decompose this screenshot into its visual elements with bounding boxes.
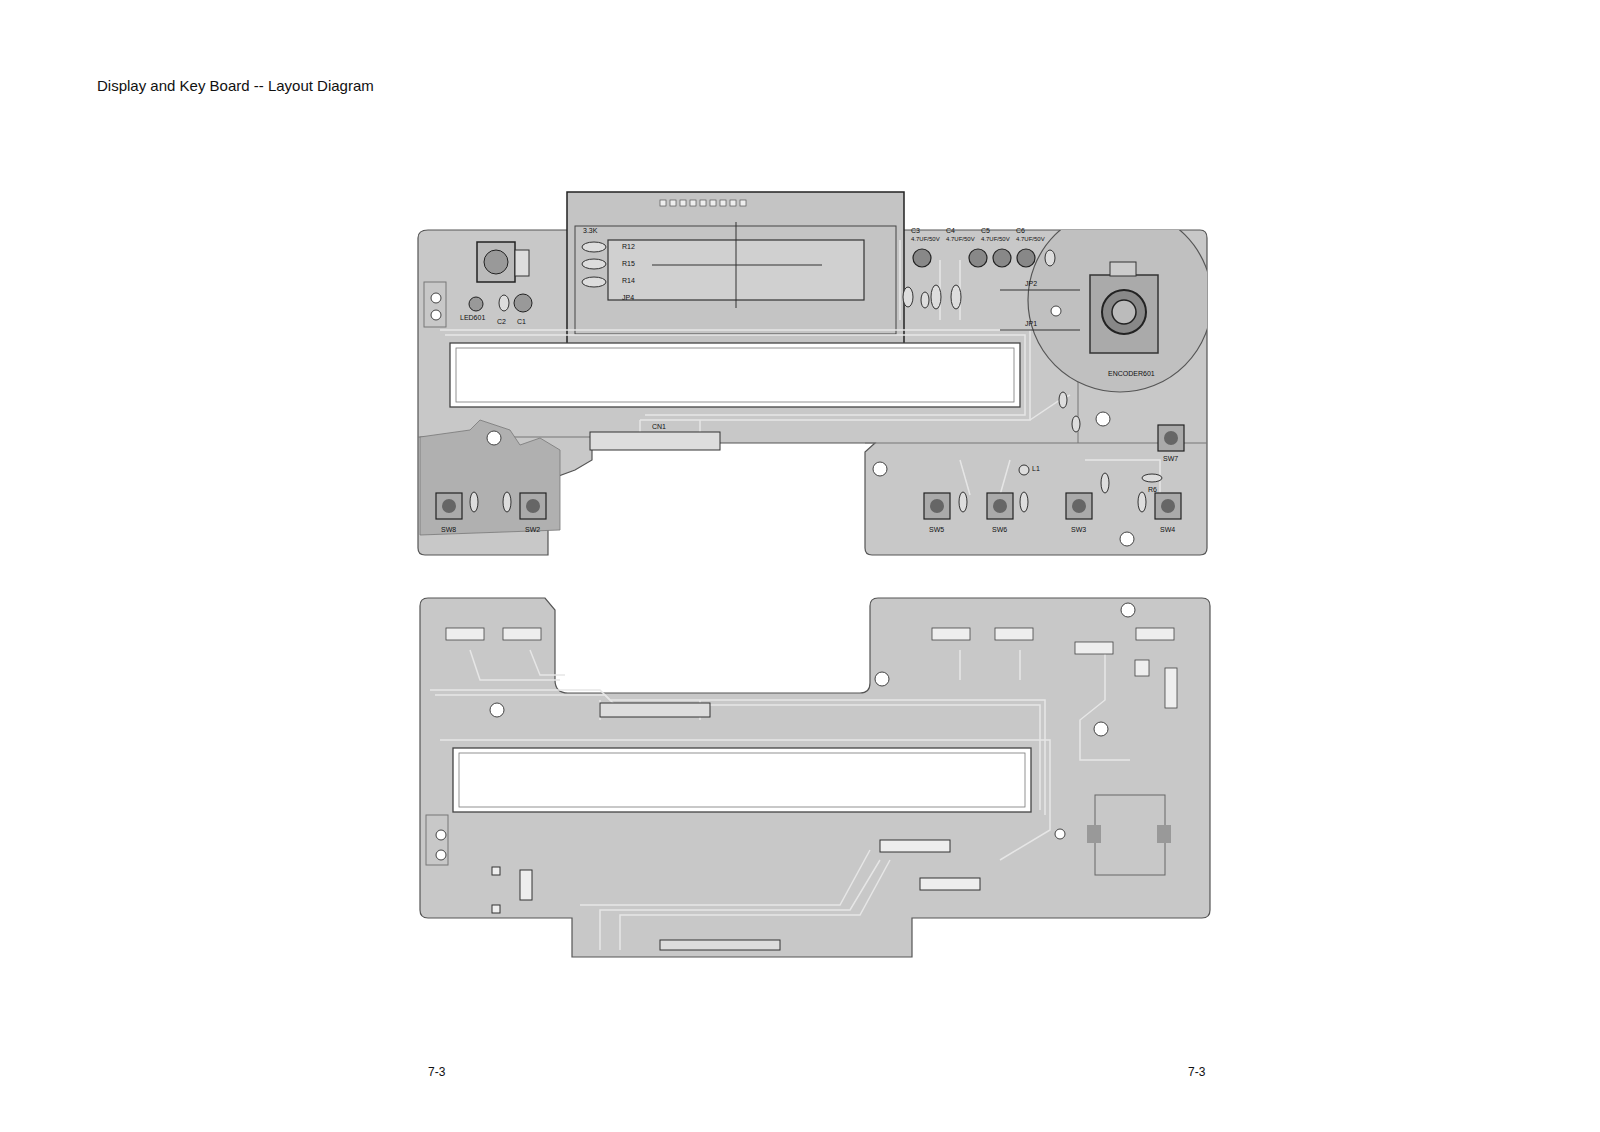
part-label: R15 (622, 260, 635, 267)
page-title: Display and Key Board -- Layout Diagram (97, 78, 374, 93)
pcb-board-solder (420, 598, 1210, 957)
switch-label: SW7 (1163, 455, 1178, 462)
value-label: 4.7UF/50V (911, 236, 940, 242)
part-label: L1 (1032, 465, 1040, 472)
part-label: JP4 (622, 294, 634, 301)
switch-label: SW8 (441, 526, 456, 533)
switch-label: SW3 (1071, 526, 1086, 533)
part-label: C6 (1016, 227, 1025, 234)
part-label: C1 (517, 318, 526, 325)
switch-label: SW2 (525, 526, 540, 533)
part-label: JP2 (1025, 280, 1037, 287)
part-label: JP1 (1025, 320, 1037, 327)
page-number: 7-3 (428, 1066, 445, 1078)
switch-label: SW4 (1160, 526, 1175, 533)
value-label: 4.7UF/50V (1016, 236, 1045, 242)
part-label: CN1 (652, 423, 666, 430)
value-label: 4.7UF/50V (981, 236, 1010, 242)
part-label: C4 (946, 227, 955, 234)
part-label: C2 (497, 318, 506, 325)
part-label: C3 (911, 227, 920, 234)
switch-label: SW6 (992, 526, 1007, 533)
value-label: 4.7UF/50V (946, 236, 975, 242)
part-label: R6 (1148, 486, 1157, 493)
switch-label: SW5 (929, 526, 944, 533)
value-label: 3.3K (583, 227, 597, 234)
part-label: R14 (622, 277, 635, 284)
part-label: LED601 (460, 314, 485, 321)
page-number: 7-3 (1188, 1066, 1205, 1078)
part-label: R12 (622, 243, 635, 250)
part-label: C5 (981, 227, 990, 234)
part-label: ENCODER601 (1108, 370, 1155, 377)
